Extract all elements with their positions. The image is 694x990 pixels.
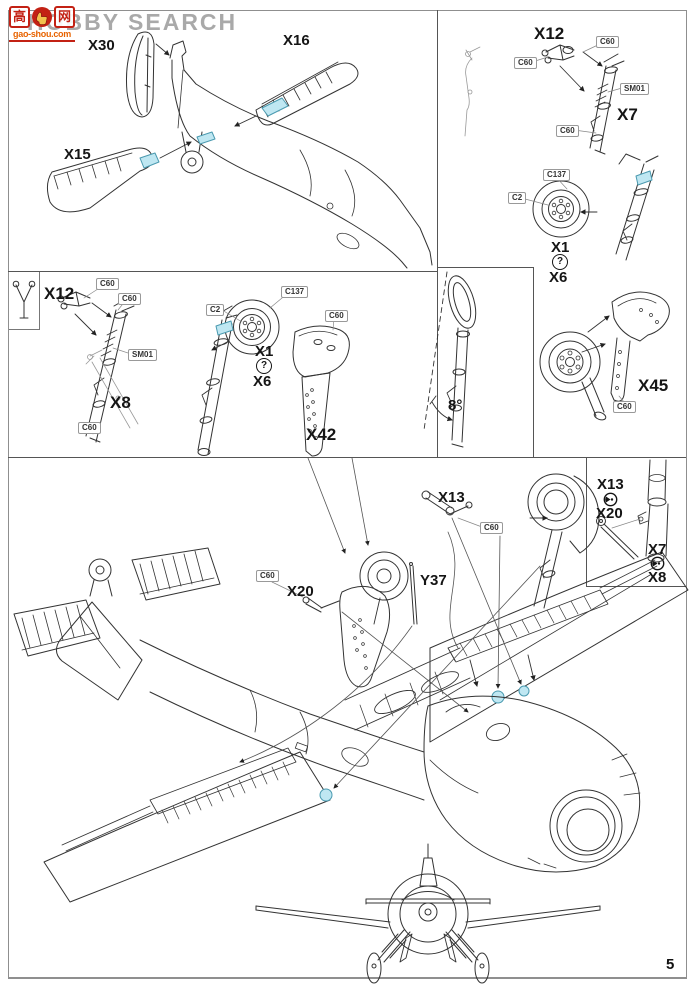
ref-c60-tr3: C60 — [556, 125, 579, 137]
detail-inset-frame — [586, 457, 686, 587]
label-x13-main: X13 — [438, 489, 465, 506]
label-x6-left: X6 — [253, 373, 272, 390]
ref-c60-main2: C60 — [256, 570, 279, 582]
wheel-fork-assembly-drawing — [539, 291, 670, 421]
ref-c60-ml2: C60 — [118, 293, 141, 305]
ref-c60-tr1: C60 — [596, 36, 619, 48]
strut-assembly-right-drawing — [464, 43, 659, 261]
label-x30: X30 — [88, 37, 115, 54]
tail-assembly-drawing — [46, 31, 433, 269]
gear-angle-diagram — [423, 271, 477, 448]
label-x42: X42 — [306, 425, 337, 444]
label-x15: X15 — [64, 146, 91, 163]
divider-middle-top — [8, 271, 437, 272]
ref-c2-ml: C2 — [206, 304, 225, 316]
label-x8-inset: X8 — [648, 569, 667, 586]
label-x1-left: X1 — [255, 343, 274, 360]
label-x8-left: X8 — [110, 393, 131, 412]
ref-c137-ml: C137 — [281, 286, 309, 298]
ref-c2-tr: C2 — [508, 192, 527, 204]
front-view-drawing — [255, 843, 601, 984]
label-x16: X16 — [283, 32, 310, 49]
label-x20-inset: X20 — [596, 505, 623, 522]
watermark-logo: 高 网 gao-shou.com — [9, 6, 75, 42]
ref-sm01-ml: SM01 — [128, 349, 157, 361]
label-x1-topright: X1 — [551, 239, 570, 256]
ref-c60-main1: C60 — [480, 522, 503, 534]
label-angle-8deg: 8° — [448, 397, 463, 414]
label-x20-main: X20 — [287, 583, 314, 600]
divider-vertical-right — [533, 267, 534, 457]
label-x6-topright: X6 — [549, 269, 568, 286]
watermark-site-url: gao-shou.com — [9, 29, 75, 42]
label-x45: X45 — [638, 376, 669, 395]
option-variant-icon-1 — [603, 492, 618, 507]
watermark-char-right: 网 — [54, 6, 75, 28]
label-x13-inset: X13 — [597, 476, 624, 493]
ref-c60-x42: C60 — [325, 310, 348, 322]
label-x12-topright: X12 — [534, 24, 565, 43]
label-x7-inset: X7 — [648, 541, 667, 558]
divider-middle-bottom — [8, 457, 686, 458]
ref-c60-tr2: C60 — [514, 57, 537, 69]
ref-c60-ml3: C60 — [78, 422, 101, 434]
yoke-inset-frame — [9, 272, 40, 330]
inset-detail-drawing — [596, 459, 669, 563]
optional-question-icon-left: ? — [256, 358, 272, 374]
label-x12-left: X12 — [44, 284, 75, 303]
label-x7-topright: X7 — [617, 105, 638, 124]
page-number: 5 — [666, 956, 675, 973]
ref-sm01-tr: SM01 — [620, 83, 649, 95]
ref-c60-x45: C60 — [613, 401, 636, 413]
watermark-char-left: 高 — [9, 6, 30, 28]
label-y37: Y37 — [420, 572, 447, 589]
optional-question-icon-topright: ? — [552, 254, 568, 270]
divider-vertical-left — [437, 267, 438, 457]
top-right-section-frame — [437, 10, 534, 268]
thumbs-up-icon — [31, 6, 53, 28]
ref-c137-tr: C137 — [543, 169, 571, 181]
ref-c60-ml1: C60 — [96, 278, 119, 290]
strut-assembly-left-drawing — [12, 280, 350, 457]
main-airframe-drawing — [13, 457, 689, 903]
